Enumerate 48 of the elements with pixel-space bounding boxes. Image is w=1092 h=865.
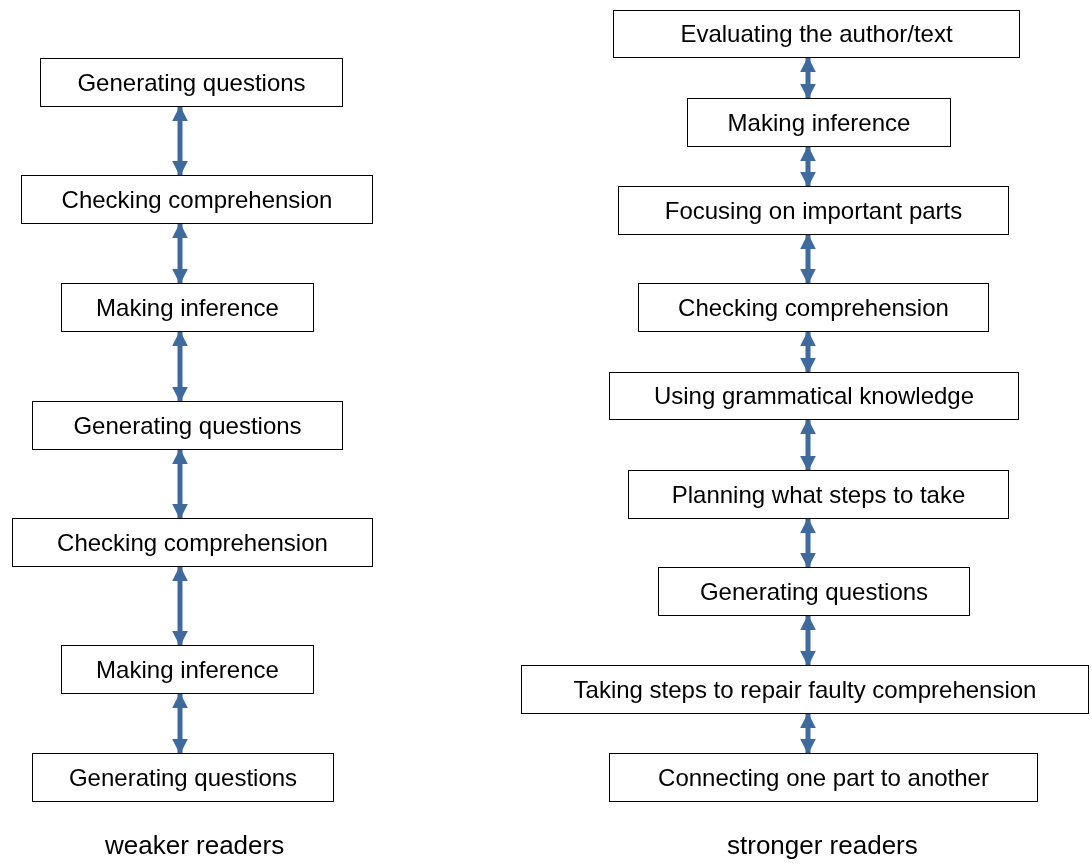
box-text: Using grammatical knowledge	[653, 382, 975, 410]
double-arrow	[800, 145, 816, 188]
process-box	[658, 567, 970, 616]
box-text: Checking comprehension	[61, 185, 333, 214]
process-box	[32, 401, 343, 450]
box-text: Connecting one part to another	[658, 763, 989, 792]
double-arrow	[172, 565, 188, 647]
box-text: Generating questions	[699, 577, 929, 606]
process-box	[687, 98, 951, 147]
box-text: Evaluating the author/text	[680, 20, 953, 48]
process-box	[618, 186, 1009, 235]
box-text: Generating questions	[68, 763, 298, 792]
double-arrow	[800, 233, 816, 285]
double-arrow	[172, 222, 188, 285]
column-caption: weaker readers	[105, 830, 285, 861]
process-box	[21, 175, 373, 224]
box-text: Focusing on important parts	[664, 196, 963, 225]
process-box	[628, 470, 1009, 519]
double-arrow	[800, 517, 816, 569]
double-arrow	[800, 330, 816, 374]
process-box	[40, 58, 343, 107]
double-arrow	[800, 418, 816, 472]
process-box	[613, 10, 1020, 58]
box-text: Making inference	[727, 108, 911, 137]
box-text: Checking comprehension	[57, 528, 328, 557]
double-arrow	[800, 712, 816, 755]
process-box	[609, 753, 1038, 802]
process-box	[609, 372, 1019, 420]
box-text: Checking comprehension	[678, 293, 949, 322]
double-arrow	[800, 56, 816, 100]
double-arrow	[172, 330, 188, 403]
process-box	[521, 665, 1089, 714]
process-box	[32, 753, 334, 802]
column-caption: stronger readers	[727, 830, 918, 861]
process-box	[638, 283, 989, 332]
double-arrow	[172, 692, 188, 755]
box-text: Generating questions	[73, 411, 302, 440]
double-arrow	[172, 448, 188, 520]
box-text: Generating questions	[77, 68, 306, 97]
process-box	[61, 283, 314, 332]
box-text: Making inference	[96, 293, 279, 322]
box-text: Taking steps to repair faulty comprehension	[573, 675, 1037, 704]
process-box	[12, 518, 373, 567]
box-text: Planning what steps to take	[671, 480, 966, 509]
double-arrow	[800, 614, 816, 667]
box-text: Making inference	[96, 655, 279, 684]
double-arrow	[172, 105, 188, 177]
process-box	[61, 645, 314, 694]
